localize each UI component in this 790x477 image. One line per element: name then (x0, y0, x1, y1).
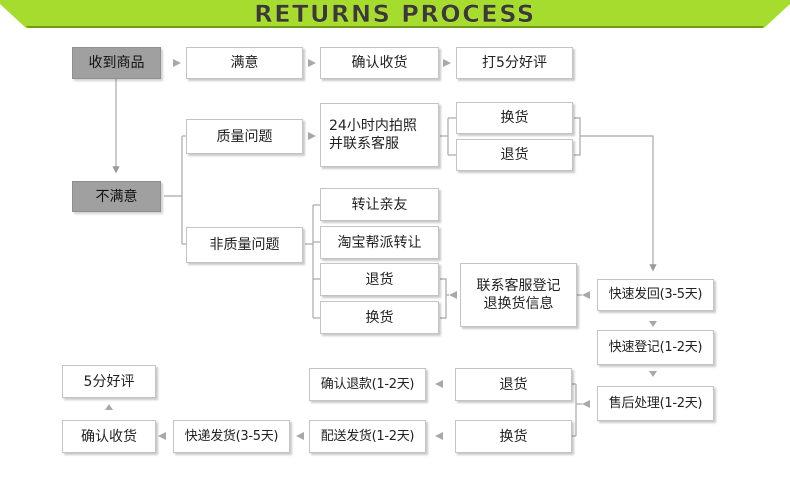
node-return-branch: 退货 (455, 368, 572, 401)
node-quality-issue: 质量问题 (186, 119, 303, 154)
node-exchange-non-quality: 换货 (320, 301, 439, 334)
node-satisfied: 满意 (186, 47, 303, 79)
node-dispatch: 配送发货(1-2天) (309, 420, 426, 453)
node-taobao-transfer: 淘宝帮派转让 (320, 226, 439, 259)
node-quick-register: 快速登记(1-2天) (597, 330, 714, 365)
node-confirm-receipt: 确认收货 (320, 47, 439, 79)
node-exchange-quality: 换货 (456, 102, 573, 134)
node-five-star-final: 5分好评 (62, 365, 156, 398)
node-after-sales: 售后处理(1-2天) (597, 386, 714, 421)
node-received: 收到商品 (72, 47, 161, 79)
node-register-info: 联系客服登记 退换货信息 (460, 263, 577, 327)
page-title: RETURNS PROCESS (254, 0, 536, 28)
node-transfer-friend: 转让亲友 (320, 188, 439, 221)
node-five-star-review: 打5分好评 (456, 47, 573, 79)
title-banner (0, 0, 790, 28)
node-return-quality: 退货 (456, 139, 573, 171)
node-express-ship: 快递发货(3-5天) (173, 420, 290, 453)
node-photo-contact: 24小时内拍照 并联系客服 (320, 103, 439, 167)
node-unsatisfied: 不满意 (72, 181, 161, 212)
node-refund-confirm: 确认退款(1-2天) (309, 368, 426, 401)
node-confirm-receipt-final: 确认收货 (62, 420, 156, 453)
node-return-non-quality: 退货 (320, 263, 439, 296)
node-ship-back: 快速发回(3-5天) (597, 279, 714, 311)
node-non-quality-issue: 非质量问题 (186, 227, 303, 263)
node-exchange-branch: 换货 (455, 420, 572, 453)
